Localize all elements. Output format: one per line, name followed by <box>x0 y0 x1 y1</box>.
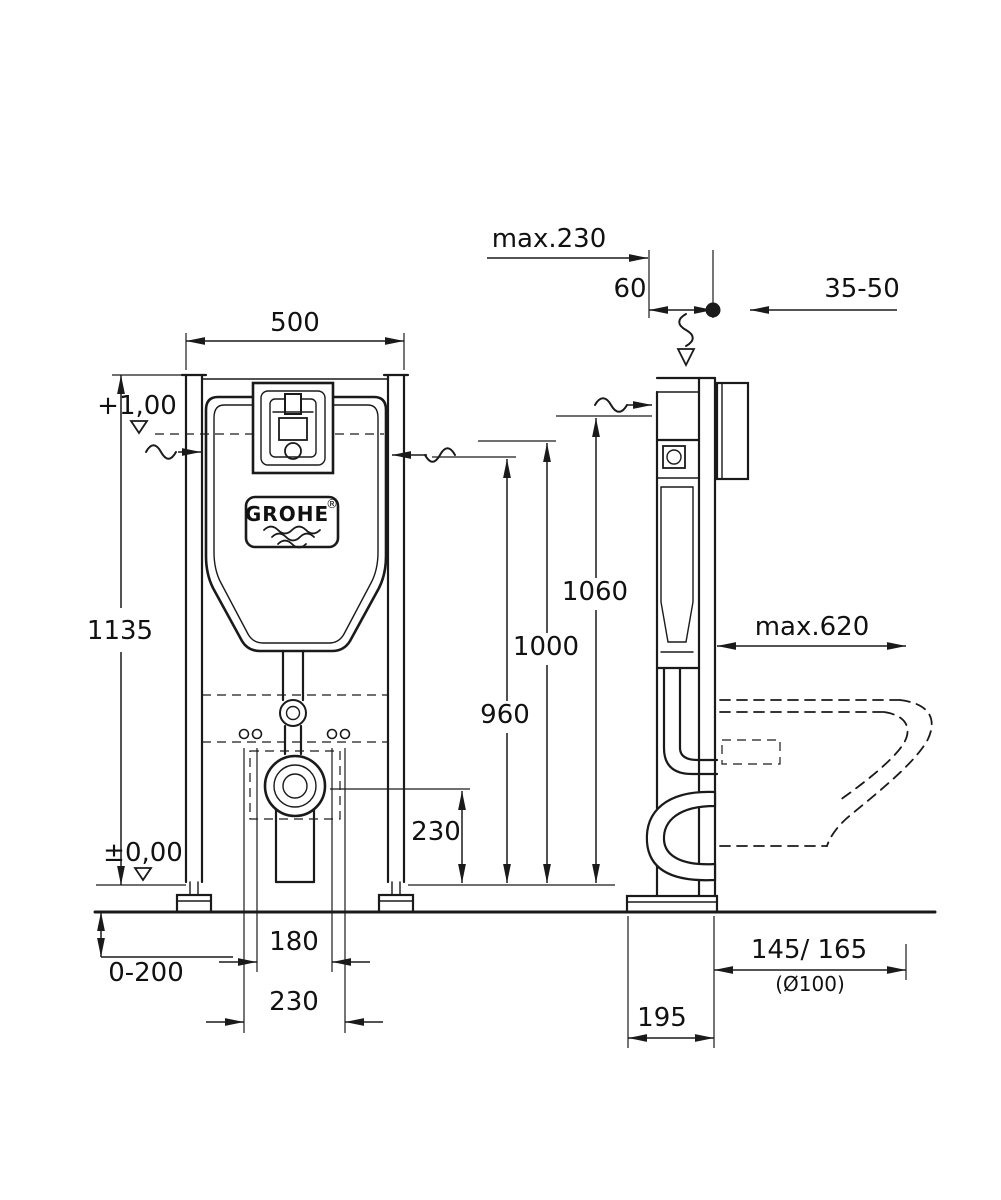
brand-name: GROHE <box>245 502 329 526</box>
hose-break-symbol-side <box>594 397 652 413</box>
level-marker-top-label: +1,00 <box>97 391 177 421</box>
frame-profile <box>625 376 719 914</box>
dim-1060: 1060 <box>562 577 628 607</box>
dim-offset-60: 60 <box>613 274 646 304</box>
dim-1000: 1000 <box>513 632 579 662</box>
down-arrow-icon <box>676 348 696 368</box>
dim-drain-diameter: (Ø100) <box>775 972 845 996</box>
dim-foot-adjust: 0-200 <box>108 958 184 988</box>
dim-top-clearance: max.230 <box>492 224 607 254</box>
cistern-side <box>655 438 701 670</box>
flush-pipe-front <box>279 649 307 756</box>
dim-wall-thickness: 35-50 <box>824 274 900 304</box>
cistern-front <box>204 395 388 653</box>
dim-drain-offset: 145/ 165 <box>751 935 867 965</box>
dimensions-side: max.230 60 35-50 max.620 145/ 165 (Ø100)… <box>487 224 907 1048</box>
drain-elbow <box>645 790 717 882</box>
wall-plate <box>715 381 750 481</box>
hose-break-symbol-right <box>392 447 456 463</box>
flush-plate-unit <box>251 381 335 475</box>
ground <box>93 884 937 914</box>
dim-outlet-height: 230 <box>411 817 461 847</box>
dim-foot-depth: 195 <box>637 1003 687 1033</box>
dim-bolt-spacing: 180 <box>269 927 319 957</box>
level-marker-zero-label: ±0,00 <box>103 838 183 868</box>
frame-rails <box>180 373 410 884</box>
actuation-hose-top <box>676 313 696 368</box>
toilet-bowl-dashed <box>719 699 933 847</box>
dim-bowl-depth: max.620 <box>755 612 870 642</box>
flush-pipe-side <box>662 666 719 776</box>
level-triangle-zero-icon <box>133 867 153 882</box>
hose-break-symbol-left <box>145 444 201 460</box>
level-triangle-top-icon <box>129 420 149 435</box>
outlet-bend-front <box>249 750 341 884</box>
fixing-bolts <box>238 728 351 740</box>
dim-base-width: 230 <box>269 987 319 1017</box>
dim-frame-width: 500 <box>270 308 320 338</box>
dimensions-front: 500 1135 +1,00 ±0,00 0-200 180 230 230 <box>87 308 652 1033</box>
dim-frame-height: 1135 <box>87 616 153 646</box>
logo-waves-icon <box>263 525 321 549</box>
frame-feet <box>175 881 415 914</box>
side-view <box>594 302 933 914</box>
front-view: GROHE ® <box>145 373 456 914</box>
dim-960: 960 <box>480 700 530 730</box>
registered-mark: ® <box>326 497 338 511</box>
grohe-logo: GROHE ® <box>244 495 340 549</box>
